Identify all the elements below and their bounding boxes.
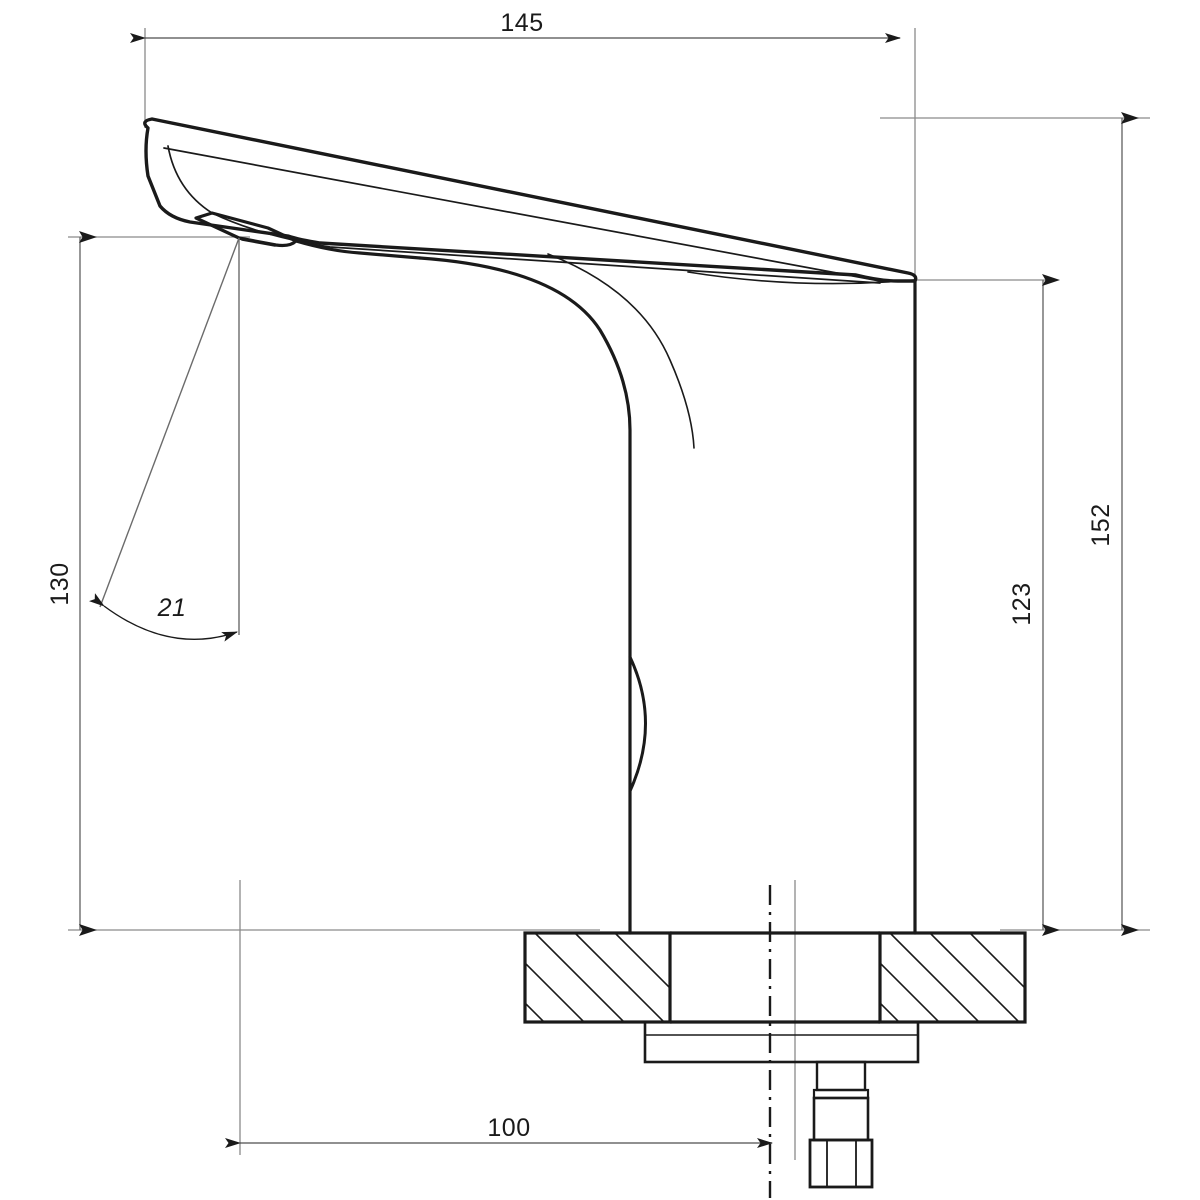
threaded-shank-assembly xyxy=(808,1060,874,1189)
base-flange-span xyxy=(670,931,880,1024)
spout-underside xyxy=(294,239,422,260)
spout-tip-inner xyxy=(202,220,276,247)
base-flange-hatch-right xyxy=(880,933,1025,1022)
dimension-123: 123 xyxy=(1008,274,1060,936)
dimension-145-label: 145 xyxy=(500,9,543,37)
neck-front-curve xyxy=(418,256,632,935)
base-flange-hatch-left xyxy=(525,933,670,1022)
dimension-21-arc xyxy=(88,593,238,642)
body-top-shoulder xyxy=(687,271,915,285)
base-gasket-plate xyxy=(643,1020,920,1064)
base-flange xyxy=(523,931,1027,1024)
dimension-130: 130 xyxy=(46,231,97,936)
dimension-100: 100 xyxy=(225,1114,773,1148)
extension-lines xyxy=(68,28,1150,1160)
spout-tip xyxy=(194,211,298,248)
angle-leg-slanted xyxy=(99,237,240,608)
dimension-123-label: 123 xyxy=(1008,582,1036,625)
faucet-outline xyxy=(143,117,918,935)
neck-inner-curve xyxy=(547,253,695,449)
dimension-152-label: 152 xyxy=(1087,503,1115,546)
base-flange-block-right xyxy=(878,931,1027,1024)
dimension-152: 152 xyxy=(1087,112,1139,936)
spout-arm xyxy=(143,117,918,283)
dimension-100-label: 100 xyxy=(487,1114,530,1142)
base-flange-block-left xyxy=(523,931,672,1024)
lock-nut xyxy=(808,1138,874,1189)
sensor-lens xyxy=(628,655,647,793)
threaded-shank xyxy=(815,1060,867,1092)
shank-body xyxy=(812,1096,870,1142)
dimension-130-label: 130 xyxy=(46,562,74,605)
spout-inner-channel xyxy=(163,147,881,282)
dimension-145: 145 xyxy=(130,9,901,43)
dimension-21-label: 21 xyxy=(157,594,187,622)
dimension-21: 21 xyxy=(88,237,240,642)
